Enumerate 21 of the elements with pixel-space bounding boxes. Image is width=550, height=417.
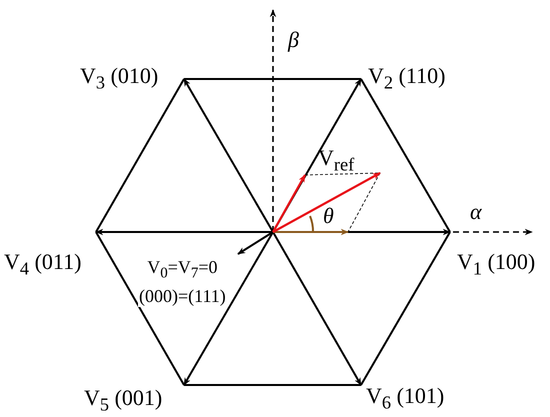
vector-label: V$_{5}$ (001) xyxy=(84,386,162,416)
hexagon-side xyxy=(184,78,361,80)
vector-label: V$_{1}$ (100) xyxy=(457,250,536,280)
vector-label: V$_{4}$ (011) xyxy=(4,250,82,280)
hexagon-side xyxy=(184,384,361,386)
vector-label: V$_{2}$ (110) xyxy=(368,64,446,94)
axis-label: α xyxy=(470,200,482,224)
vector-arrow xyxy=(183,232,274,386)
hexagon-side xyxy=(360,232,451,386)
vector-arrow xyxy=(95,228,273,236)
hexagon-side xyxy=(360,78,451,232)
vector-arrow xyxy=(183,78,274,232)
vector-label: V$_{3}$ (010) xyxy=(80,64,158,94)
axis-label: β xyxy=(288,28,299,52)
vector-label: V$_{6}$ (101) xyxy=(366,384,444,414)
hexagon-side xyxy=(95,232,185,386)
vector-arrow xyxy=(237,231,274,255)
axis-label: V$_{ref}$ xyxy=(318,146,354,176)
vector-arrow xyxy=(272,232,362,386)
axis-label: θ xyxy=(323,204,334,228)
hexagon-side xyxy=(95,78,185,232)
